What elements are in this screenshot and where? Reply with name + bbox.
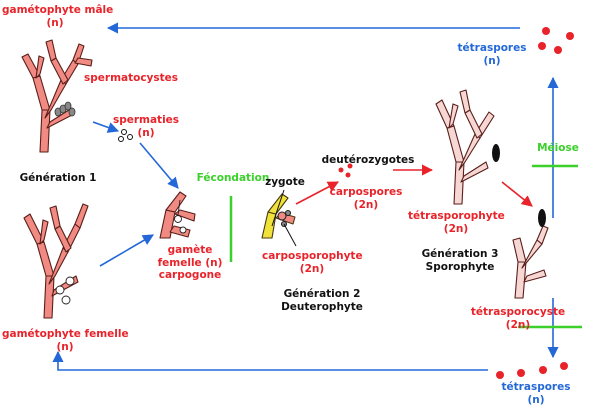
label-generation3: Génération 3 Sporophyte <box>420 248 500 273</box>
generation2-line2: Deuterophyte <box>281 300 363 313</box>
tetrasporophyte-alga <box>435 89 495 205</box>
female-gametophyte-alga <box>23 203 89 319</box>
generation2-line1: Génération 2 <box>283 288 361 300</box>
label-tetrasporophyte: tétrasporophyte (2n) <box>408 210 505 235</box>
generation3-line1: Génération 3 <box>421 248 499 260</box>
label-zygote: zygote <box>265 176 305 188</box>
spermatocyst-release-arrow <box>92 121 120 133</box>
spermaties-ploidy: (n) <box>137 126 155 139</box>
label-carpospores: carpospores (2n) <box>328 186 404 211</box>
tetrasporophyte-ploidy: (2n) <box>443 222 469 235</box>
label-fecondation: Fécondation <box>196 172 270 184</box>
spermatia-dots <box>118 129 133 142</box>
label-carposporophyte: carposporophyte (2n) <box>262 250 363 275</box>
carpospores-text: carpospores <box>329 186 403 198</box>
tetrasporocyste-text: tétrasporocyste <box>470 306 566 318</box>
gamete-closeup-alga <box>159 191 196 239</box>
tetraspores-top-text: tétraspores <box>457 42 527 54</box>
label-deuterozygotes: deutérozygotes <box>321 154 415 166</box>
carposporophyte-alga <box>261 193 296 239</box>
generation3-line2: Sporophyte <box>425 260 495 273</box>
label-spermatocystes: spermatocystes <box>84 72 179 84</box>
gametophyte-female-ploidy: (n) <box>56 340 74 353</box>
carposporophyte-ploidy: (2n) <box>299 262 325 275</box>
bottom-return-arrow <box>52 350 488 371</box>
spermatocyst-clusters <box>54 101 76 117</box>
label-tetraspores-top: tétraspores (n) <box>452 42 532 67</box>
tetraspores-bottom-text: tétraspores <box>501 381 571 393</box>
carposporophyte-text: carposporophyte <box>262 250 363 262</box>
tetrasporophyte-text: tétrasporophyte <box>408 210 505 222</box>
carposporophyte-pointer <box>283 223 297 247</box>
tetrasporocyste-alga <box>512 225 549 299</box>
zygote-pointer <box>271 189 285 227</box>
gametophyte-female-text: gamétophyte femelle <box>2 328 129 340</box>
tetrasporangium-top <box>492 144 500 162</box>
tetraspore-dots-bottom <box>496 362 568 379</box>
tetraspore-dots-top <box>538 27 574 54</box>
male-gametophyte-alga <box>21 39 93 153</box>
label-meiose: Méiose <box>537 142 579 154</box>
label-spermaties: spermaties (n) <box>108 114 184 139</box>
spermatie-to-gamete-arrow <box>139 142 179 189</box>
label-gamete: gamète femelle (n) carpogone <box>150 244 230 282</box>
tetrasporophyte-to-tetrasporocyste-arrow <box>501 181 533 207</box>
spermaties-text: spermaties <box>112 114 180 126</box>
tetrasporangium-bottom <box>538 209 546 227</box>
tetraspores-bottom-ploidy: (n) <box>527 393 545 406</box>
gamete-line3: carpogone <box>158 269 222 281</box>
label-tetrasporocyste: tétrasporocyste (2n) <box>466 306 570 331</box>
gametophyte-male-text: gamétophyte mâle <box>2 4 114 16</box>
tetraspores-top-ploidy: (n) <box>483 54 501 67</box>
tetrasporocyste-ploidy: (2n) <box>505 318 531 331</box>
carpogonia-female <box>55 276 75 305</box>
label-generation2: Génération 2 Deuterophyte <box>272 288 372 313</box>
label-gametophyte-female: gamétophyte femelle (n) <box>2 328 129 353</box>
label-generation1: Génération 1 <box>19 172 97 184</box>
carpospore-dots <box>338 163 353 178</box>
label-gametophyte-male: gamétophyte mâle (n) <box>2 4 114 29</box>
label-tetraspores-bottom: tétraspores (n) <box>494 381 578 406</box>
gamete-line1: gamète <box>167 244 213 256</box>
carposporophyte-to-carpospores-arrow <box>295 181 339 205</box>
gamete-trichogyne <box>174 199 187 234</box>
gamete-line2: femelle (n) <box>157 256 223 269</box>
carpospores-ploidy: (2n) <box>353 198 379 211</box>
female-to-gamete-arrow <box>99 234 154 267</box>
gametophyte-male-ploidy: (n) <box>46 16 64 29</box>
